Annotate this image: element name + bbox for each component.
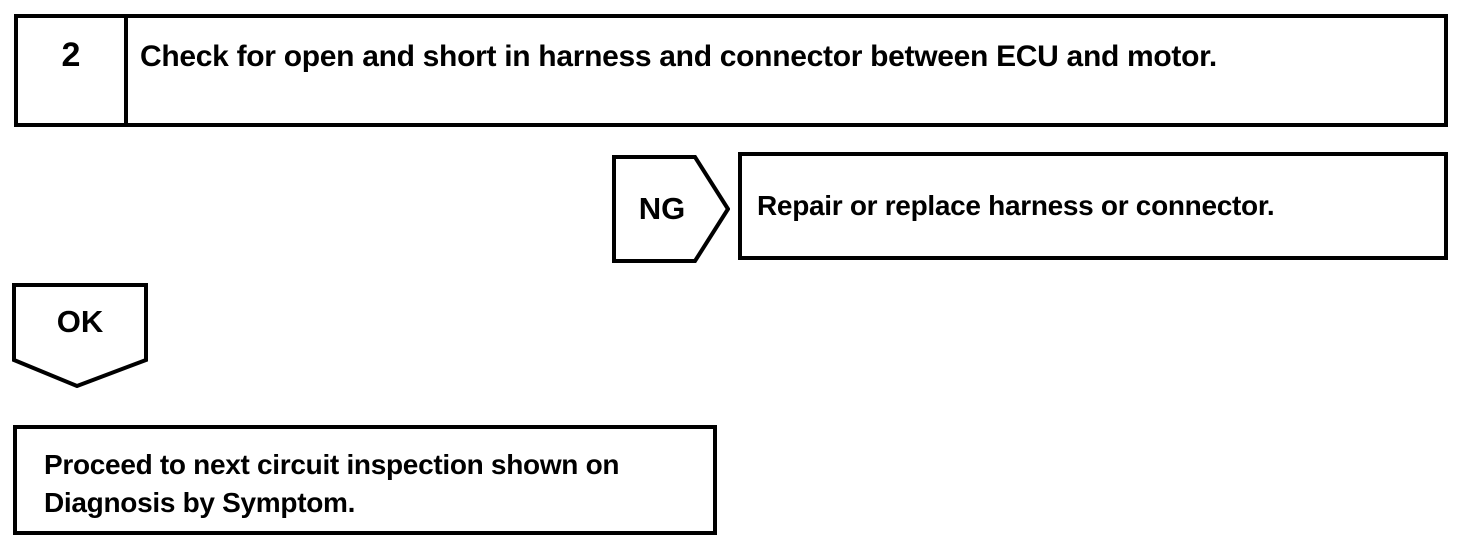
ng-arrow-right-icon	[612, 155, 730, 263]
ng-connector-shape: NG	[612, 155, 730, 263]
ng-action-box: Repair or replace harness or connector.	[738, 152, 1448, 260]
outcome-text-line2: Diagnosis by Symptom.	[44, 487, 356, 518]
step-box: 2 Check for open and short in harness an…	[14, 14, 1448, 127]
step-instruction: Check for open and short in harness and …	[140, 40, 1217, 73]
outcome-box: Proceed to next circuit inspection shown…	[13, 425, 717, 535]
outcome-text-line1: Proceed to next circuit inspection shown…	[44, 449, 620, 480]
ok-connector-shape: OK	[12, 283, 148, 388]
step-number: 2	[18, 18, 128, 123]
ng-label: NG	[638, 191, 686, 226]
ok-arrow-down-icon	[12, 283, 148, 388]
ng-action-text: Repair or replace harness or connector.	[757, 190, 1275, 221]
ok-label: OK	[56, 303, 104, 339]
